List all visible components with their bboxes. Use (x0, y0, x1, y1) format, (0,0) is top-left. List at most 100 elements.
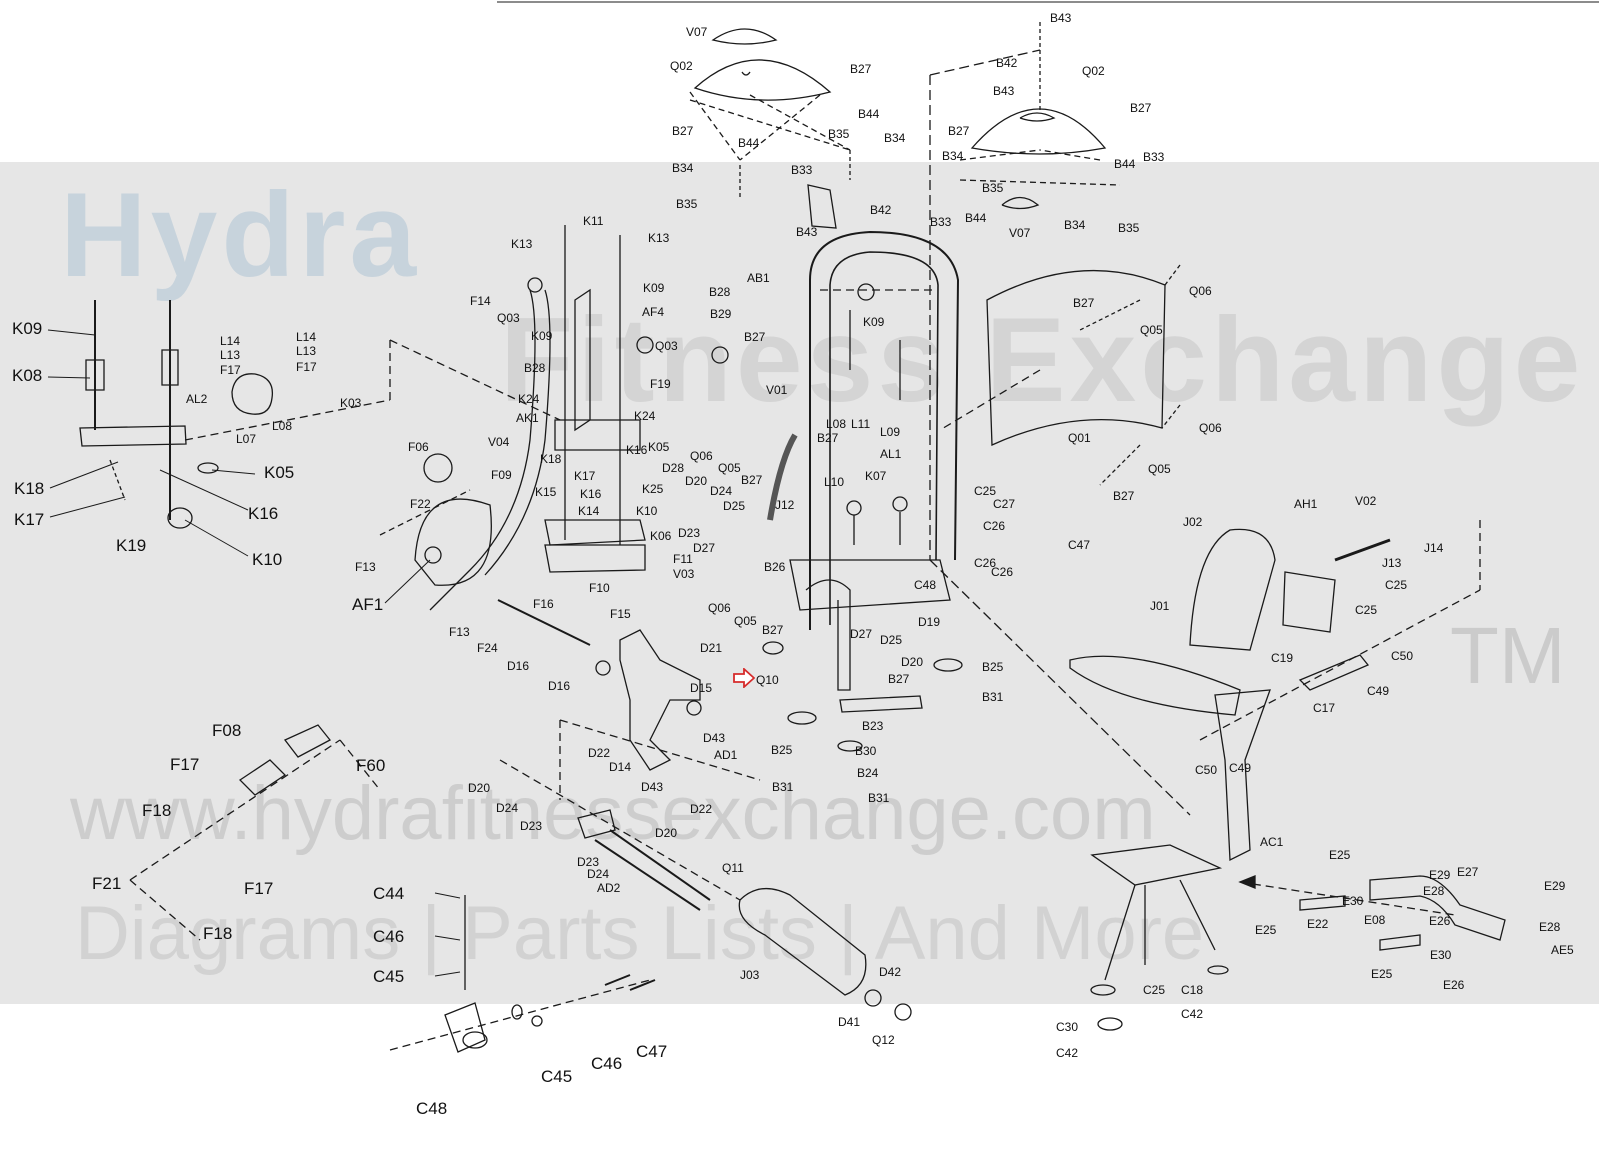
label-f17: F17 (170, 755, 200, 774)
label-q05: Q05 (718, 461, 741, 475)
label-b42: B42 (870, 203, 892, 217)
label-c50: C50 (1195, 763, 1218, 777)
label-k10: K10 (636, 504, 658, 518)
label-l13: L13 (296, 344, 317, 358)
label-b24: B24 (857, 766, 879, 780)
label-d24: D24 (587, 867, 610, 881)
label-e25: E25 (1329, 848, 1351, 862)
e-arm-assembly-drawing (1299, 875, 1506, 951)
label-e30: E30 (1430, 948, 1452, 962)
label-c30: C30 (1056, 1020, 1079, 1034)
ad2-j03-drawing (499, 759, 912, 1021)
shroud-left-drawing (689, 28, 851, 229)
label-c25: C25 (1385, 578, 1408, 592)
label-d24: D24 (710, 484, 733, 498)
label-k03: K03 (340, 396, 362, 410)
label-k09: K09 (12, 319, 43, 338)
label-d22: D22 (588, 746, 611, 760)
label-l14: L14 (296, 330, 317, 344)
label-j02: J02 (1183, 515, 1203, 529)
label-v07: V07 (1009, 226, 1031, 240)
label-c45: C45 (373, 967, 405, 986)
f08-plate-drawing (129, 724, 381, 941)
label-b44: B44 (858, 107, 880, 121)
label-c25: C25 (974, 484, 997, 498)
label-f14: F14 (470, 294, 491, 308)
label-v04: V04 (488, 435, 510, 449)
label-e22: E22 (1307, 917, 1329, 931)
label-k08: K08 (12, 366, 43, 385)
label-k09: K09 (643, 281, 665, 295)
label-b27: B27 (888, 672, 910, 686)
label-k17: K17 (14, 510, 45, 529)
left-detail-drawing (79, 300, 391, 529)
label-ab1: AB1 (747, 271, 770, 285)
label-b35: B35 (982, 181, 1004, 195)
label-ac1: AC1 (1260, 835, 1284, 849)
label-d27: D27 (850, 627, 873, 641)
label-k13: K13 (511, 237, 533, 251)
label-k24: K24 (634, 409, 656, 423)
label-c49: C49 (1229, 761, 1252, 775)
label-d25: D25 (723, 499, 746, 513)
label-b34: B34 (942, 149, 964, 163)
label-k14: K14 (578, 504, 600, 518)
label-e26: E26 (1429, 914, 1451, 928)
label-l07: L07 (236, 432, 257, 446)
label-q12: Q12 (872, 1033, 895, 1047)
label-l14: L14 (220, 334, 241, 348)
label-b44: B44 (738, 136, 760, 150)
watermark-trademark: TM (1450, 611, 1566, 700)
label-q05: Q05 (1148, 462, 1171, 476)
c-bracket-drawing (389, 895, 656, 1053)
label-b29: B29 (710, 307, 732, 321)
label-k05: K05 (648, 440, 670, 454)
label-d20: D20 (901, 655, 924, 669)
label-f08: F08 (212, 721, 242, 740)
label-k17: K17 (574, 469, 596, 483)
label-b43: B43 (993, 84, 1015, 98)
label-l11: L11 (851, 417, 871, 431)
label-c25: C25 (1143, 983, 1166, 997)
label-b43: B43 (796, 225, 818, 239)
label-d28: D28 (662, 461, 685, 475)
label-q03: Q03 (497, 311, 520, 325)
label-v02: V02 (1355, 494, 1377, 508)
label-b27: B27 (672, 124, 694, 138)
label-k16: K16 (580, 487, 602, 501)
label-e30: E30 (1342, 894, 1364, 908)
label-l08: L08 (272, 419, 293, 433)
label-b30: B30 (855, 744, 877, 758)
label-f24: F24 (477, 641, 498, 655)
label-c45: C45 (541, 1067, 573, 1086)
label-k25: K25 (642, 482, 664, 496)
label-v03: V03 (673, 567, 695, 581)
label-v07: V07 (686, 25, 708, 39)
label-c47: C47 (1068, 538, 1091, 552)
label-j12: J12 (775, 498, 795, 512)
label-c48: C48 (416, 1099, 448, 1118)
label-b27: B27 (741, 473, 763, 487)
label-v01: V01 (766, 383, 788, 397)
label-b42: B42 (996, 56, 1018, 70)
label-q06: Q06 (690, 449, 713, 463)
label-d43: D43 (703, 731, 726, 745)
label-k13: K13 (648, 231, 670, 245)
label-k09: K09 (531, 329, 553, 343)
label-c49: C49 (1367, 684, 1390, 698)
label-af1: AF1 (352, 595, 384, 614)
label-j14: J14 (1424, 541, 1444, 555)
label-f60: F60 (356, 756, 386, 775)
label-b27: B27 (1113, 489, 1135, 503)
label-b26: B26 (764, 560, 786, 574)
label-f21: F21 (92, 874, 122, 893)
label-d24: D24 (496, 801, 519, 815)
label-c47: C47 (636, 1042, 668, 1061)
label-b27: B27 (850, 62, 872, 76)
label-c26: C26 (974, 556, 997, 570)
label-e08: E08 (1364, 913, 1386, 927)
label-f18: F18 (203, 924, 233, 943)
label-q05: Q05 (734, 614, 757, 628)
weight-stack-drawing (429, 225, 729, 611)
label-b35: B35 (1118, 221, 1140, 235)
